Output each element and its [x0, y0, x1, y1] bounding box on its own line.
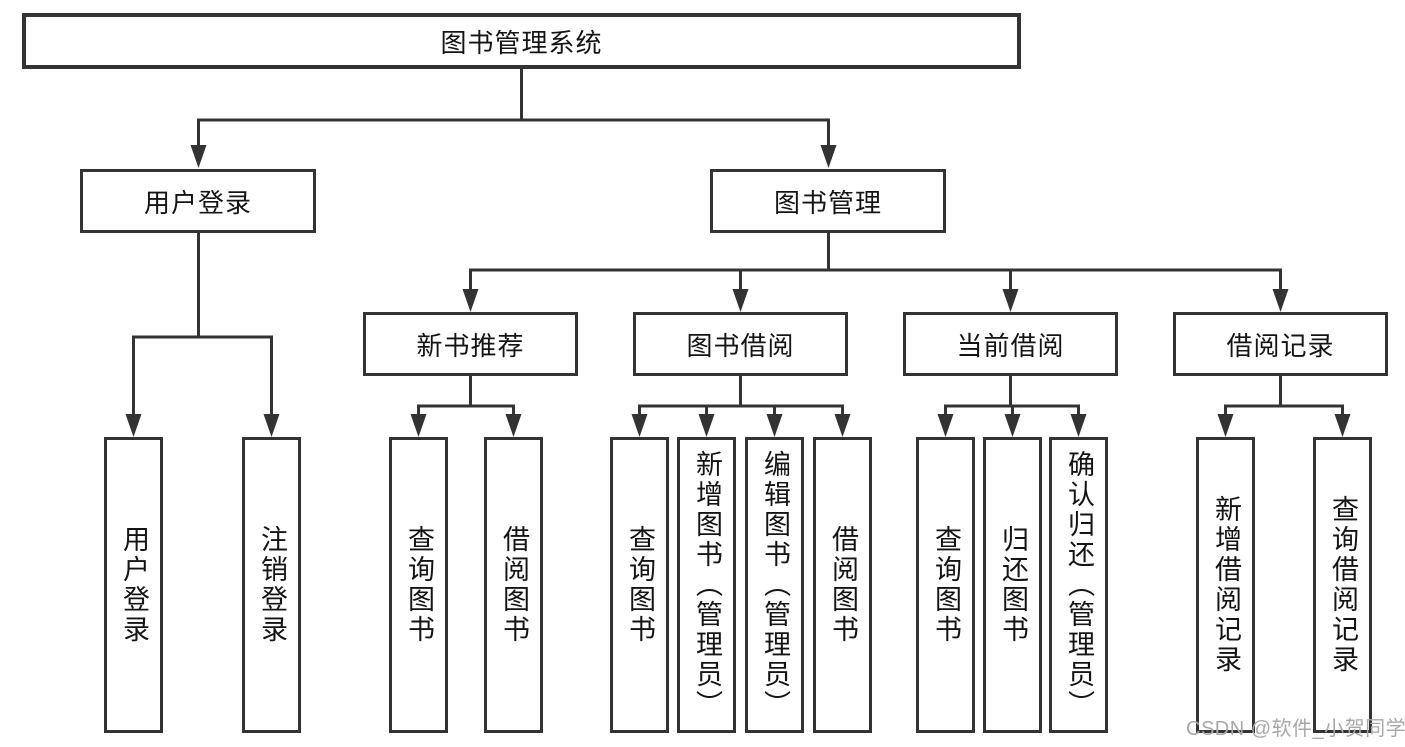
- leaf-query-books-2: 查询图书: [610, 437, 669, 733]
- leaf-label: 编辑图书（管理员）: [760, 450, 790, 720]
- node-book-management: 图书管理: [710, 169, 946, 233]
- leaf-label: 查询图书: [931, 525, 961, 645]
- node-new-book-recommend: 新书推荐: [363, 312, 578, 376]
- csdn-watermark: CSDN @软件_小贺同学: [1186, 718, 1405, 740]
- arrow-icon: [263, 414, 280, 437]
- leaf-label: 归还图书: [998, 525, 1028, 645]
- leaf-logout: 注销登录: [242, 437, 301, 733]
- node-borrow-record: 借阅记录: [1173, 312, 1388, 376]
- arrow-icon: [410, 414, 427, 437]
- leaf-label: 借阅图书: [499, 525, 529, 645]
- leaf-query-books-1: 查询图书: [389, 437, 448, 733]
- leaf-label: 借阅图书: [828, 525, 858, 645]
- leaf-label: 查询图书: [404, 525, 434, 645]
- connector-borrow-record-children: [1224, 374, 1344, 417]
- node-current-borrow: 当前借阅: [903, 312, 1118, 376]
- node-label: 图书管理: [773, 187, 882, 218]
- leaf-label: 新增图书（管理员）: [692, 450, 722, 720]
- leaf-borrow-books-2: 借阅图书: [813, 437, 872, 733]
- node-label: 图书借阅: [686, 330, 795, 361]
- connector-paths: [132, 67, 1344, 417]
- node-label: 用户登录: [143, 187, 252, 218]
- leaf-return-books: 归还图书: [983, 437, 1042, 733]
- arrow-icon: [1070, 414, 1087, 437]
- leaf-add-borrow-record: 新增借阅记录: [1196, 437, 1255, 733]
- connector-root-to-level2: [197, 67, 830, 148]
- leaf-label: 新增借阅记录: [1211, 495, 1241, 675]
- node-book-borrow: 图书借阅: [633, 312, 848, 376]
- arrow-icon: [631, 414, 648, 437]
- arrow-icon: [190, 145, 207, 168]
- arrow-icon: [834, 414, 851, 437]
- arrow-icon: [732, 289, 749, 312]
- node-label: 借阅记录: [1226, 330, 1335, 361]
- leaf-query-books-3: 查询图书: [916, 437, 975, 733]
- node-root-system: 图书管理系统: [22, 13, 1021, 69]
- leaf-query-borrow-record: 查询借阅记录: [1313, 437, 1372, 733]
- connector-book-borrow-children: [638, 374, 844, 417]
- leaf-label: 用户登录: [119, 525, 149, 645]
- node-label: 新书推荐: [416, 330, 525, 361]
- arrow-icon: [937, 414, 954, 437]
- arrow-icon: [505, 414, 522, 437]
- node-user-login: 用户登录: [80, 169, 316, 233]
- leaf-label: 查询图书: [625, 525, 655, 645]
- connector-user-login-children: [132, 231, 273, 417]
- arrow-icon: [125, 414, 142, 437]
- connector-new-book-children: [417, 374, 515, 417]
- leaf-add-books-admin: 新增图书（管理员）: [677, 437, 736, 733]
- arrowheads: [125, 145, 1351, 437]
- arrow-icon: [1272, 289, 1289, 312]
- node-label: 当前借阅: [956, 330, 1065, 361]
- arrow-icon: [462, 289, 479, 312]
- arrow-icon: [1334, 414, 1351, 437]
- leaf-confirm-return-admin: 确认归还（管理员）: [1049, 437, 1108, 733]
- arrow-icon: [1004, 414, 1021, 437]
- arrow-icon: [1002, 289, 1019, 312]
- connector-current-borrow-children: [944, 374, 1080, 417]
- leaf-label: 确认归还（管理员）: [1064, 450, 1094, 720]
- leaf-label: 查询借阅记录: [1328, 495, 1358, 675]
- arrow-icon: [1217, 414, 1234, 437]
- leaf-user-login: 用户登录: [104, 437, 163, 733]
- node-label: 图书管理系统: [440, 27, 603, 58]
- leaf-label: 注销登录: [257, 525, 287, 645]
- leaf-edit-books-admin: 编辑图书（管理员）: [745, 437, 804, 733]
- arrow-icon: [766, 414, 783, 437]
- arrow-icon: [698, 414, 715, 437]
- leaf-borrow-books-1: 借阅图书: [484, 437, 543, 733]
- connector-book-mgmt-sections: [469, 231, 1282, 292]
- arrow-icon: [820, 145, 837, 168]
